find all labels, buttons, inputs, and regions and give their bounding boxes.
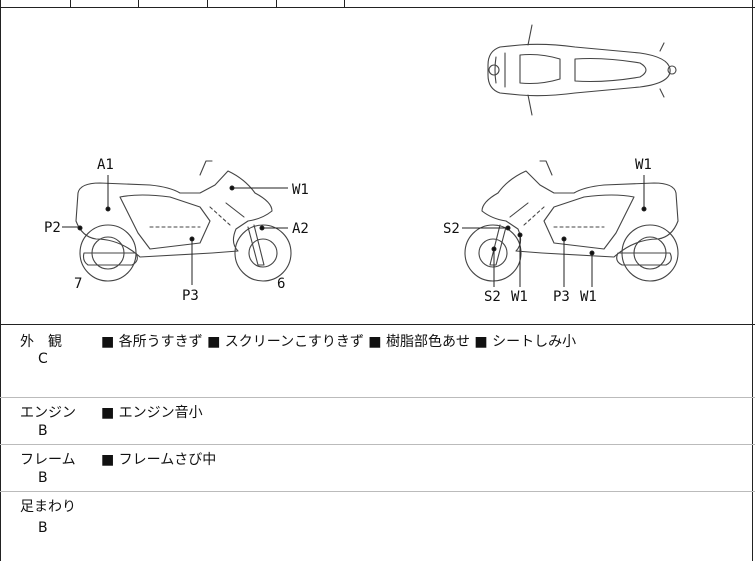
section-frame: フレーム B ■ フレームさび中 [0,444,753,491]
section-grade: B [38,470,48,486]
label-7: 7 [74,276,82,292]
scooter-right-view [464,160,679,282]
scooter-left-view [75,160,292,282]
label-w1: W1 [511,289,528,305]
label-w1: W1 [635,157,652,173]
label-w1: W1 [580,289,597,305]
divider [0,444,755,445]
scooter-diagram: A1 P2 W1 A2 P3 7 6 W1 S2 S2 W1 P3 W1 [44,24,679,305]
section-label: エンジン [20,405,76,421]
label-s2: S2 [443,221,460,237]
section-exterior: 外 観 C ■ 各所うすきず ■ スクリーンこすりきず ■ 樹脂部色あせ ■ シ… [0,324,753,397]
scooter-top-view [487,24,677,116]
section-notes: ■ フレームさび中 [101,452,217,468]
label-a1: A1 [97,157,114,173]
header-cell [276,0,345,7]
label-w1: W1 [292,182,309,198]
section-label: 足まわり [20,499,76,515]
label-p2: P2 [44,220,61,236]
header-cell [207,0,277,7]
section-label: 外 観 [20,334,62,350]
section-notes: ■ 各所うすきず ■ スクリーンこすりきず ■ 樹脂部色あせ ■ シートしみ小 [101,334,577,350]
header-cell [70,0,139,7]
section-grade: B [38,423,48,439]
section-grade: C [38,351,48,367]
header-cell [138,0,208,7]
section-notes: ■ エンジン音小 [101,405,203,421]
header-cell [0,0,71,7]
label-s2: S2 [484,289,501,305]
header-strip [0,0,755,7]
divider [0,324,755,325]
divider [0,7,755,8]
divider [0,491,755,492]
label-6: 6 [277,276,285,292]
damage-diagram: A1 P2 W1 A2 P3 7 6 W1 S2 S2 W1 P3 W1 [0,7,753,324]
label-p3: P3 [553,289,570,305]
section-engine: エンジン B ■ エンジン音小 [0,397,753,444]
label-a2: A2 [292,221,309,237]
label-p3: P3 [182,288,199,304]
section-suspension: 足まわり B [0,491,753,561]
section-grade: B [38,520,48,536]
divider [0,397,755,398]
section-label: フレーム [20,452,76,468]
